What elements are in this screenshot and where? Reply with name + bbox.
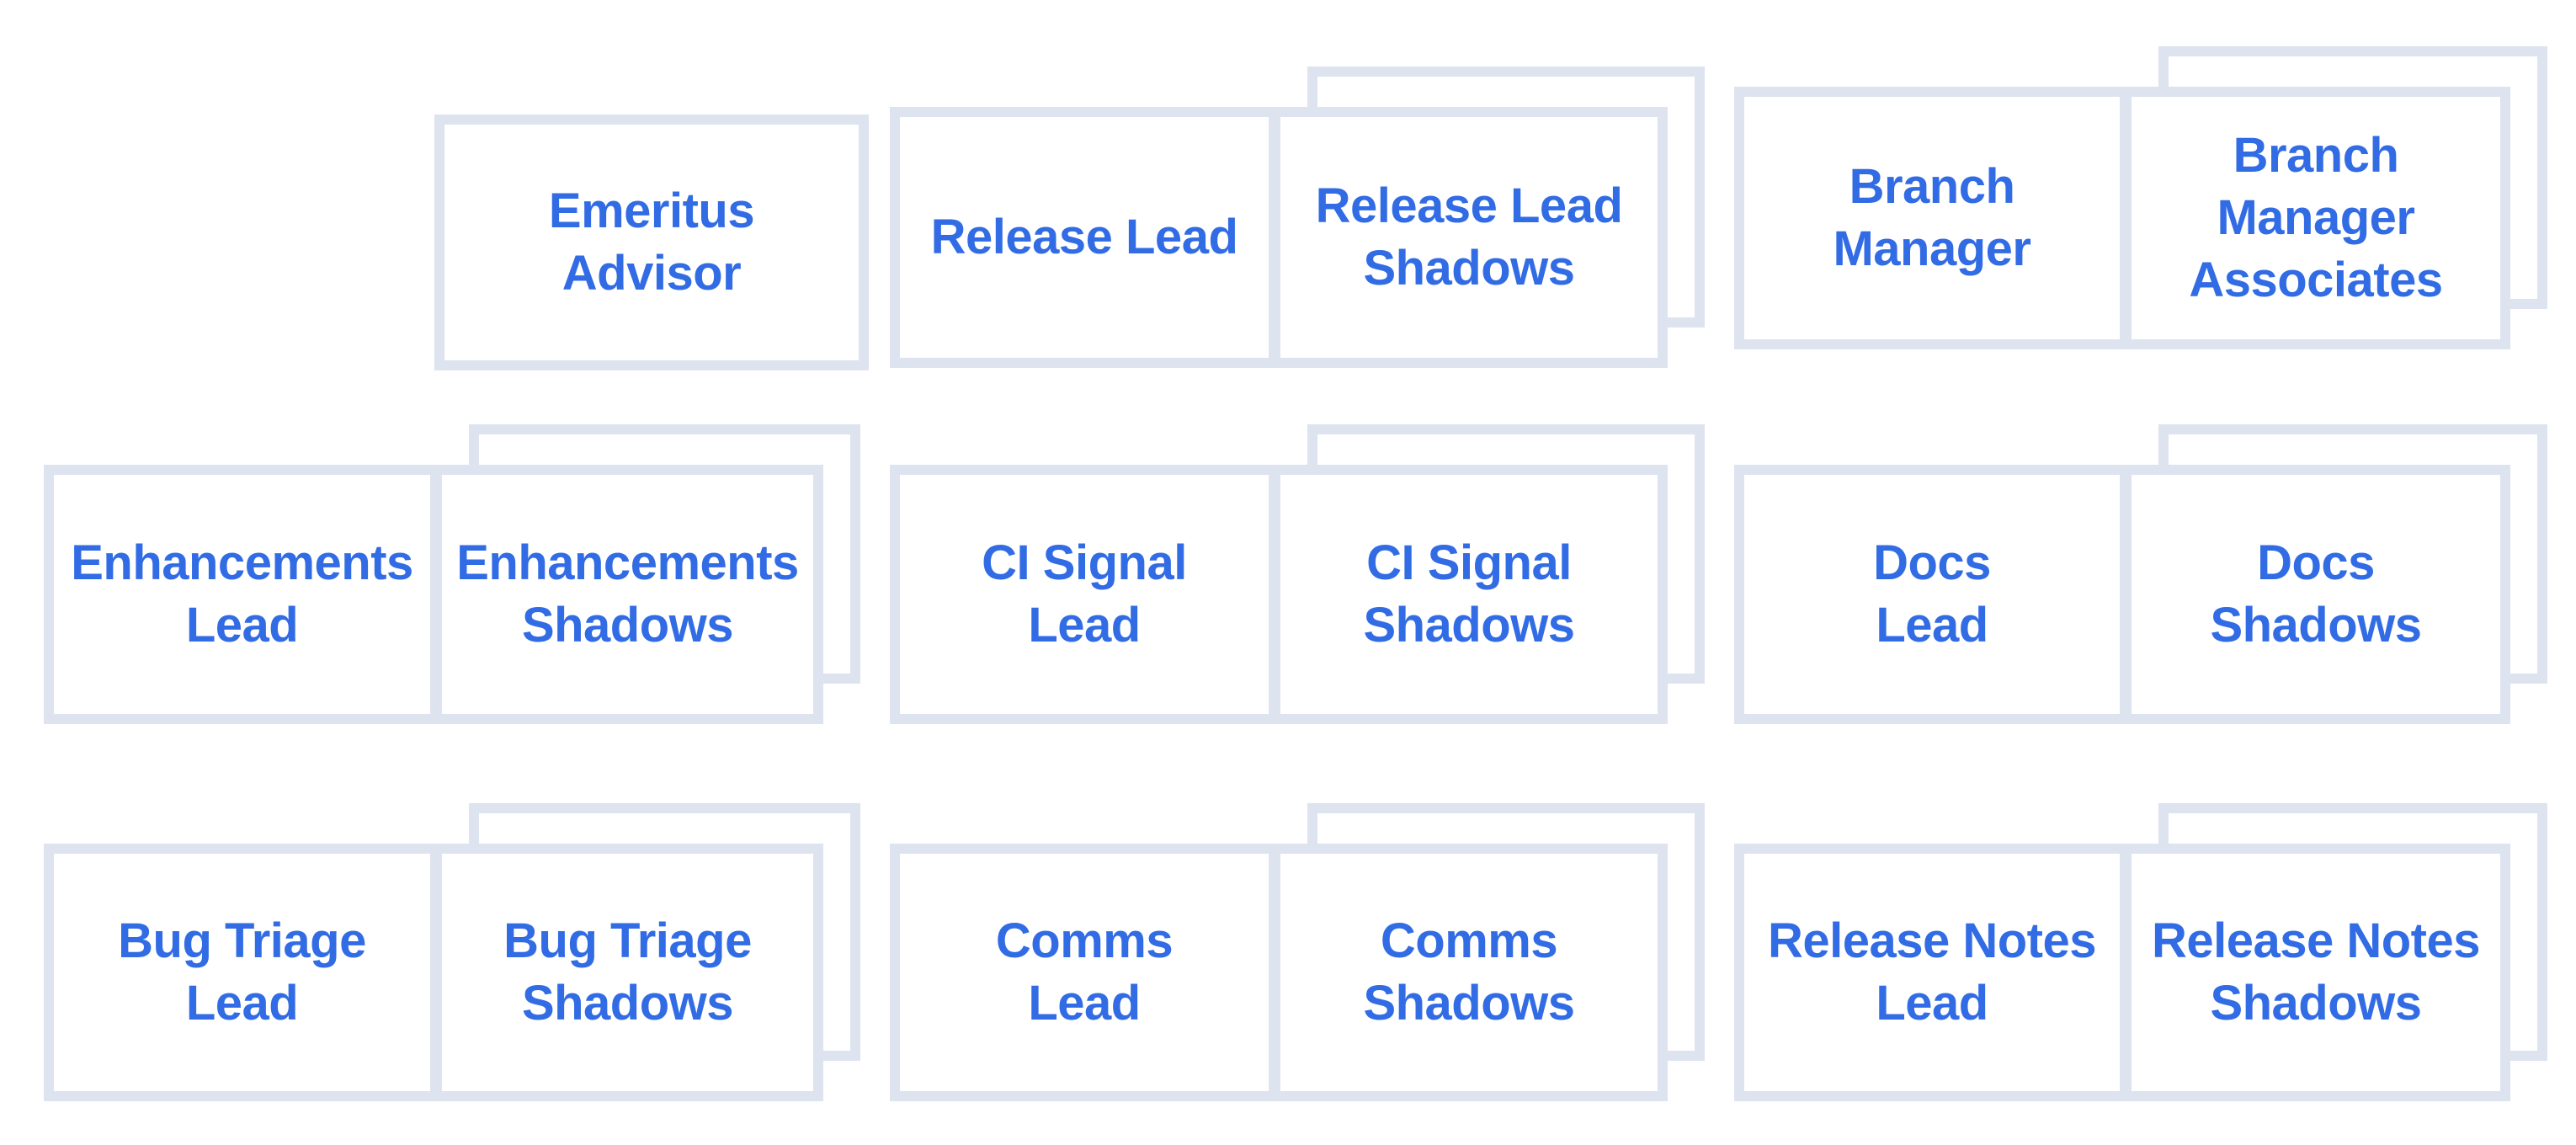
role-card-label: Release Notes Shadows (2151, 913, 2481, 1030)
role-card-release-lead-shadows: Release Lead Shadows (1270, 107, 1668, 368)
role-card-label: Branch Manager (1833, 158, 2031, 276)
role-card-enhancements-lead: Enhancements Lead (44, 465, 440, 724)
role-card-docs-shadows: Docs Shadows (2121, 465, 2510, 724)
role-card-bug-triage-shadows: Bug Triage Shadows (432, 844, 823, 1101)
role-card-release-lead: Release Lead (890, 107, 1279, 368)
role-card-label: Emeritus Advisor (548, 183, 755, 301)
role-card-enhancements-shadows: Enhancements Shadows (432, 465, 823, 724)
role-card-label: Release Notes Lead (1767, 913, 2097, 1030)
role-card-label: Comms Lead (995, 913, 1174, 1030)
role-card-label: Bug Triage Shadows (503, 913, 752, 1030)
role-card-label: Comms Shadows (1363, 913, 1575, 1030)
role-card-label: Enhancements Lead (71, 535, 413, 652)
role-card-release-notes-shadows: Release Notes Shadows (2121, 844, 2510, 1101)
role-card-label: Release Lead (930, 209, 1238, 264)
role-card-comms-lead: Comms Lead (890, 844, 1279, 1101)
role-card-emeritus-advisor: Emeritus Advisor (434, 114, 869, 370)
role-card-branch-manager-associates: Branch Manager Associates (2121, 87, 2510, 349)
role-card-docs-lead: Docs Lead (1734, 465, 2130, 724)
role-card-label: Docs Lead (1873, 535, 1991, 652)
role-card-label: Docs Shadows (2210, 535, 2422, 652)
role-card-ci-signal-lead: CI Signal Lead (890, 465, 1279, 724)
role-card-bug-triage-lead: Bug Triage Lead (44, 844, 440, 1101)
role-card-label: CI Signal Shadows (1363, 535, 1575, 652)
role-card-comms-shadows: Comms Shadows (1270, 844, 1668, 1101)
role-card-label: Bug Triage Lead (118, 913, 366, 1030)
role-card-branch-manager: Branch Manager (1734, 87, 2130, 349)
role-card-label: Release Lead Shadows (1315, 178, 1623, 296)
role-card-ci-signal-shadows: CI Signal Shadows (1270, 465, 1668, 724)
role-card-label: Branch Manager Associates (2189, 127, 2443, 308)
role-card-label: Enhancements Shadows (456, 535, 799, 652)
role-card-release-notes-lead: Release Notes Lead (1734, 844, 2130, 1101)
role-card-label: CI Signal Lead (982, 535, 1187, 652)
